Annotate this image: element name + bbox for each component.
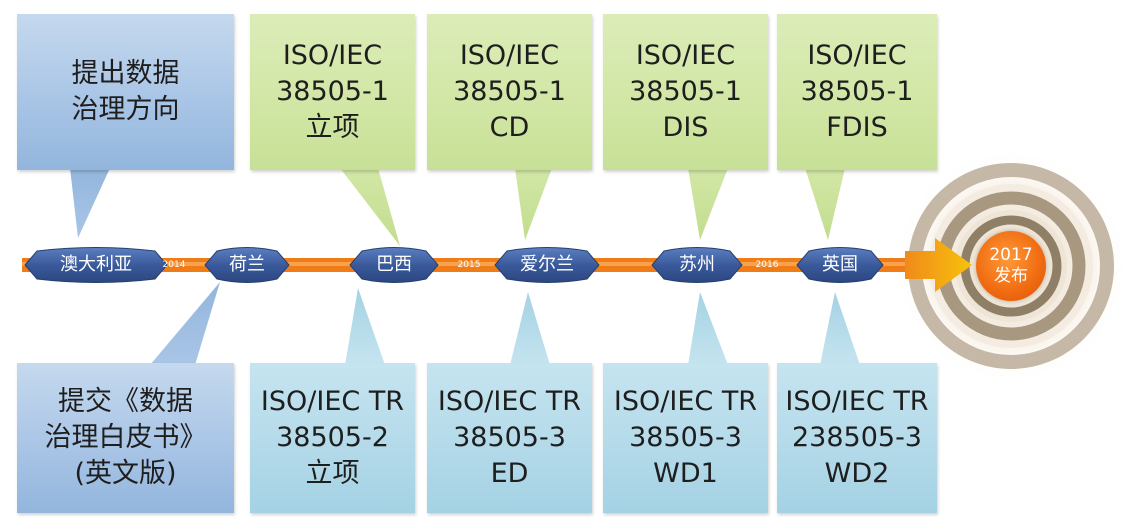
card-line: FDIS xyxy=(826,112,888,143)
card-line: ED xyxy=(490,458,529,489)
card-line: DIS xyxy=(662,112,709,143)
top-card-iso-38505-1-dis: ISO/IEC 38505-1 DIS xyxy=(603,14,768,170)
top-card-4-pointer xyxy=(805,168,845,240)
note-line: 提出数据 xyxy=(71,58,180,89)
node-ireland xyxy=(494,247,600,283)
card-line: 38505-1 xyxy=(629,76,742,107)
year-label-2016: 2016 xyxy=(755,260,779,270)
card-line: CD xyxy=(489,112,530,143)
bottom-left-note-pointer xyxy=(150,282,220,365)
node-suzhou xyxy=(651,247,743,283)
bottom-card-3-pointer xyxy=(688,292,728,365)
top-left-note-pointer xyxy=(70,168,110,238)
card-line: ISO/IEC TR xyxy=(260,386,405,417)
location-uk: 英国 xyxy=(822,254,858,275)
bottom-card-tr-38505-3-ed: ISO/IEC TR 38505-3 ED xyxy=(427,363,592,513)
top-card-3-pointer xyxy=(688,168,728,240)
top-card-iso-38505-1-approval: ISO/IEC 38505-1 立项 xyxy=(250,14,415,170)
note-line: 治理方向 xyxy=(71,94,180,125)
card-line: 立项 xyxy=(305,112,360,143)
timeline-arrow xyxy=(905,238,972,292)
card-line: ISO/IEC TR xyxy=(613,386,758,417)
node-australia xyxy=(24,247,168,283)
card-line: 38505-1 xyxy=(453,76,566,107)
card-line: ISO/IEC xyxy=(282,40,383,71)
card-line: 立项 xyxy=(305,458,360,489)
bottom-card-2-pointer xyxy=(510,292,550,365)
card-line: 38505-3 xyxy=(629,422,742,453)
card-line: 238505-3 xyxy=(792,422,922,453)
publish-year: 2017 xyxy=(989,245,1033,265)
location-australia: 澳大利亚 xyxy=(60,254,132,275)
card-line: ISO/IEC TR xyxy=(785,386,929,417)
timeline-line-highlight xyxy=(22,262,924,266)
top-card-iso-38505-1-cd: ISO/IEC 38505-1 CD xyxy=(427,14,592,170)
top-left-note: 提出数据 治理方向 xyxy=(17,14,234,170)
year-label-2014: 2014 xyxy=(162,260,186,270)
publish-2017-badge: 2017 发布 xyxy=(976,231,1046,301)
location-ireland: 爱尔兰 xyxy=(520,254,574,275)
top-card-iso-38505-1-fdis: ISO/IEC 38505-1 FDIS xyxy=(777,14,937,170)
location-suzhou: 苏州 xyxy=(679,254,715,275)
note-line: 提交《数据 xyxy=(58,386,193,417)
publish-label: 发布 xyxy=(994,266,1028,286)
location-netherlands: 荷兰 xyxy=(229,254,265,275)
bottom-card-tr-238505-3-wd2: ISO/IEC TR 238505-3 WD2 xyxy=(777,363,937,513)
card-line: ISO/IEC xyxy=(807,40,907,71)
card-line: ISO/IEC TR xyxy=(437,386,582,417)
node-brazil xyxy=(349,247,439,283)
node-netherlands xyxy=(204,247,290,283)
card-line: 38505-3 xyxy=(453,422,566,453)
node-uk xyxy=(796,247,884,283)
card-line: ISO/IEC xyxy=(635,40,736,71)
location-brazil: 巴西 xyxy=(376,254,412,275)
note-line: (英文版) xyxy=(74,458,177,489)
note-line: 治理白皮书》 xyxy=(44,422,207,453)
bottom-card-1-pointer xyxy=(345,288,385,365)
bottom-card-tr-38505-2-approval: ISO/IEC TR 38505-2 立项 xyxy=(250,363,415,513)
top-card-1-pointer xyxy=(340,168,400,246)
card-line: 38505-1 xyxy=(800,76,914,107)
year-label-2015: 2015 xyxy=(457,260,481,270)
card-line: WD2 xyxy=(824,458,890,489)
card-line: 38505-2 xyxy=(276,422,389,453)
card-line: WD1 xyxy=(653,458,718,489)
card-line: 38505-1 xyxy=(276,76,389,107)
bottom-card-tr-38505-3-wd1: ISO/IEC TR 38505-3 WD1 xyxy=(603,363,768,513)
bottom-left-note: 提交《数据 治理白皮书》 (英文版) xyxy=(17,363,234,513)
top-card-2-pointer xyxy=(515,168,552,240)
card-line: ISO/IEC xyxy=(459,40,560,71)
bottom-card-4-pointer xyxy=(820,292,860,365)
